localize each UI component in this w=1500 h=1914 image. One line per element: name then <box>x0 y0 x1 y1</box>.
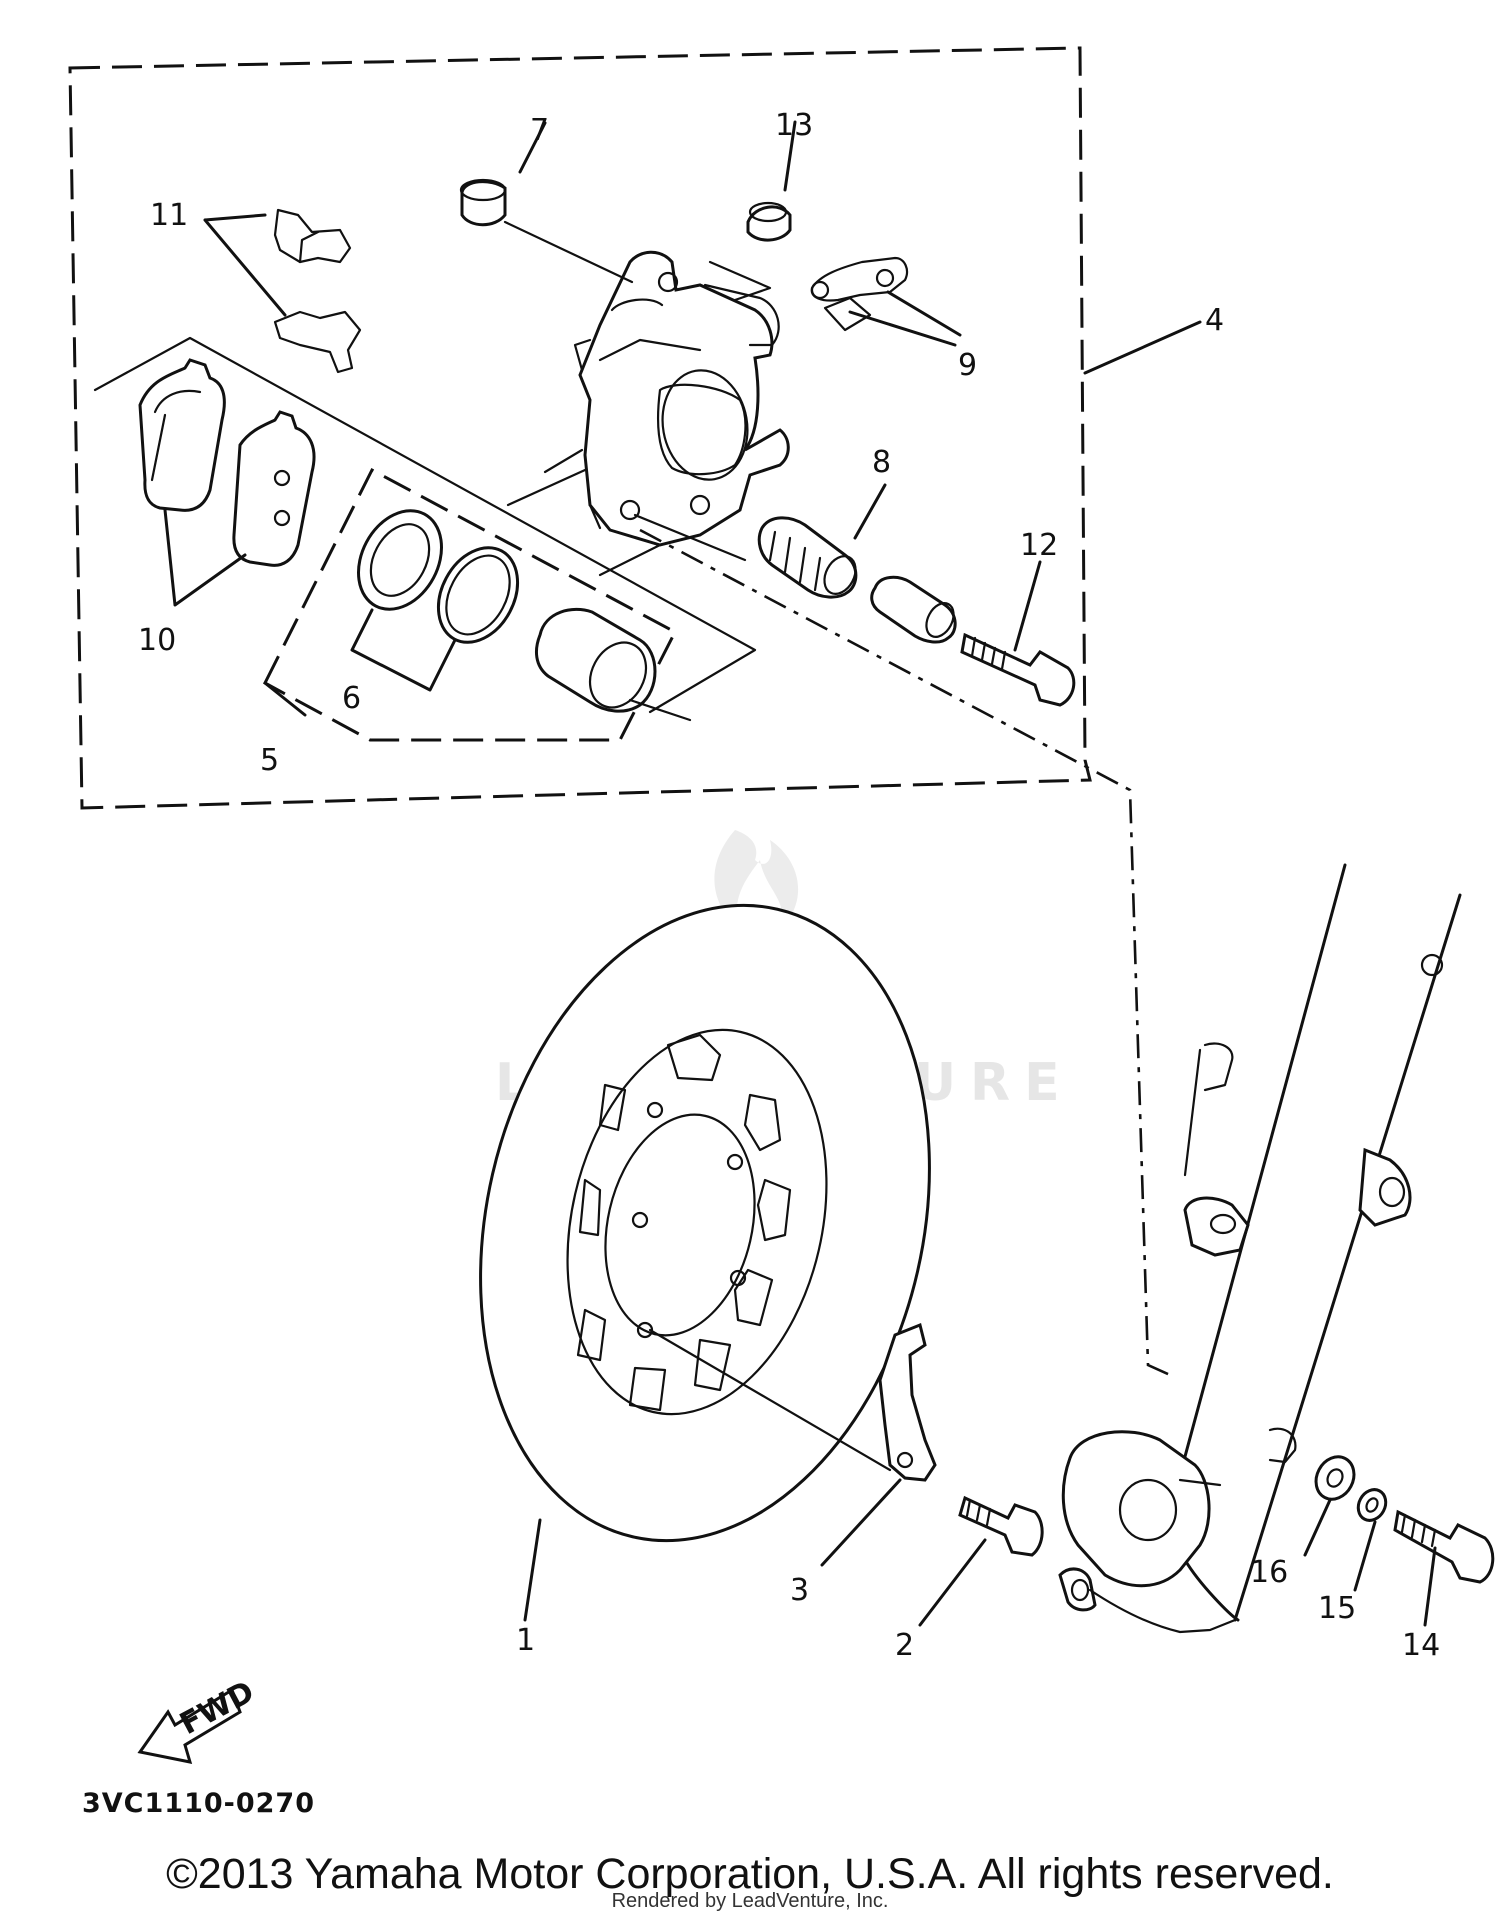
callout-11: 11 <box>150 198 188 233</box>
callout-9: 9 <box>958 348 977 383</box>
leader-8 <box>853 483 887 540</box>
part-16-washer <box>1314 1455 1356 1501</box>
callout-12: 12 <box>1020 528 1058 563</box>
front-fork <box>1058 863 1462 1634</box>
callout-3: 3 <box>790 1573 809 1608</box>
piston-seal-1 <box>357 509 443 611</box>
callout-7: 7 <box>530 113 549 148</box>
part-8-boot <box>757 516 858 599</box>
leader-11 <box>203 213 287 317</box>
rendered-by-notice: Rendered by LeadVenture, Inc. <box>611 1890 889 1912</box>
fwd-label: FWD <box>174 1674 260 1742</box>
callout-13: 13 <box>775 108 813 143</box>
pad-spring-upper <box>273 208 352 264</box>
leader-12 <box>1013 560 1042 652</box>
brake-pad-inner <box>232 410 316 567</box>
part-15-lock-washer <box>1356 1488 1388 1522</box>
pad-kit-boundary <box>93 336 757 714</box>
leader-caliper-fork <box>639 528 1171 1377</box>
leader-10 <box>163 508 247 607</box>
leader-14 <box>1423 1546 1437 1627</box>
leader-disc-bolt <box>648 1328 892 1472</box>
callout-8: 8 <box>872 445 891 480</box>
leader-15 <box>1353 1520 1377 1592</box>
part-2-bolt <box>958 1495 1044 1557</box>
slide-sleeve <box>870 575 957 644</box>
part-7-cap <box>459 178 507 227</box>
caliper-body <box>573 250 790 547</box>
pad-spring-lower <box>273 310 362 374</box>
brake-pad-outer <box>138 358 226 512</box>
leader-13-line <box>708 260 772 302</box>
leader-piston <box>628 698 692 722</box>
callout-1: 1 <box>516 1623 535 1658</box>
callout-15: 15 <box>1318 1591 1356 1626</box>
callout-5: 5 <box>260 743 279 778</box>
caliper-assembly-boundary <box>68 46 1092 810</box>
part-9-bleed-screw <box>810 256 909 332</box>
leader-4 <box>1083 320 1202 375</box>
copyright-notice: ©2013 Yamaha Motor Corporation, U.S.A. A… <box>166 1850 1334 1898</box>
leader-6 <box>350 608 457 692</box>
leader-3 <box>820 1478 902 1567</box>
fwd-arrow: FWD <box>137 1674 260 1764</box>
part-1-brake-disc <box>479 903 931 1543</box>
callout-10: 10 <box>138 623 176 658</box>
leader-1 <box>523 1518 542 1622</box>
callout-16: 16 <box>1250 1555 1288 1590</box>
callout-14: 14 <box>1402 1628 1440 1663</box>
leader-pad-line <box>506 448 587 507</box>
callout-6: 6 <box>342 681 361 716</box>
leader-7-line <box>503 220 634 284</box>
part-14-bolt <box>1393 1509 1495 1584</box>
leader-2 <box>918 1538 987 1627</box>
part-12-bolt <box>960 632 1076 707</box>
leader-16 <box>1303 1498 1332 1557</box>
callout-4: 4 <box>1205 303 1224 338</box>
callout-2: 2 <box>895 1628 914 1663</box>
leader-9 <box>848 290 962 347</box>
caliper-piston <box>534 607 657 713</box>
diagram-code: 3VC1110-0270 <box>82 1788 315 1819</box>
leader-13 <box>783 120 797 192</box>
part-3-lock-plate <box>878 1322 937 1482</box>
leader-5 <box>263 681 307 717</box>
part-13-bleed-cap <box>746 201 792 242</box>
leader-seal-line <box>598 513 747 577</box>
leader-7 <box>518 121 547 174</box>
